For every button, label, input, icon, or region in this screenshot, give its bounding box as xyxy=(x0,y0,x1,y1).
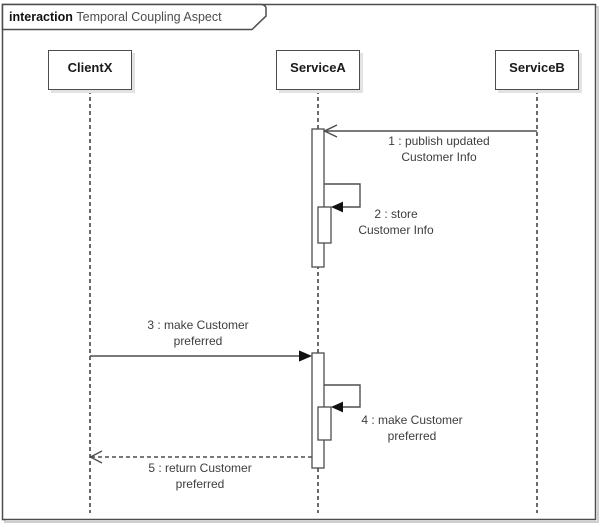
message-3-label-line1: 3 : make Customer xyxy=(147,318,249,332)
activation-servicea-1-nested xyxy=(317,206,332,244)
lifeline-label-serviceb: ServiceB xyxy=(509,59,565,75)
activation-servicea-2-nested xyxy=(317,406,332,441)
lifeline-head-clientx: ClientX xyxy=(48,50,132,90)
message-5-label-line2: preferred xyxy=(175,476,225,491)
message-1-label-line1: 1 : publish updated xyxy=(388,134,490,148)
message-3-label: 3 : make Customer preferred xyxy=(108,318,288,350)
message-4-label-line1: 4 : make Customer xyxy=(361,413,463,427)
message-5-label-line1: 5 : return Customer xyxy=(148,461,252,475)
message-4-label: 4 : make Customer preferred xyxy=(332,413,492,445)
message-3-label-line2: preferred xyxy=(173,333,223,348)
lifeline-head-servicea: ServiceA xyxy=(276,50,360,90)
message-1-label-line2: Customer Info xyxy=(401,149,477,164)
message-1-label: 1 : publish updated Customer Info xyxy=(349,134,529,166)
message-2-filled-arrow-icon xyxy=(331,201,343,213)
frame-title-text: Temporal Coupling Aspect xyxy=(76,10,222,24)
message-2-label-line2: Customer Info xyxy=(358,222,434,237)
frame-title: interaction Temporal Coupling Aspect xyxy=(9,10,222,24)
frame-title-tab xyxy=(1,3,267,31)
message-2-self-line xyxy=(324,183,361,208)
message-1-open-arrow-icon xyxy=(322,124,338,138)
message-5-open-arrow-icon xyxy=(88,450,103,464)
message-4-self-line xyxy=(324,384,361,408)
interaction-frame xyxy=(1,3,597,521)
message-4-label-line2: preferred xyxy=(387,428,437,443)
lifeline-label-clientx: ClientX xyxy=(67,59,113,75)
frame-keyword: interaction xyxy=(9,10,73,24)
message-3-filled-arrow-icon xyxy=(299,350,312,362)
lifeline-head-serviceb: ServiceB xyxy=(495,50,579,90)
lifeline-label-servicea: ServiceA xyxy=(290,59,346,75)
message-2-label: 2 : store Customer Info xyxy=(336,207,456,239)
message-5-label: 5 : return Customer preferred xyxy=(110,461,290,493)
message-4-filled-arrow-icon xyxy=(331,401,343,413)
activation-servicea-1 xyxy=(311,128,325,268)
message-2-label-line1: 2 : store xyxy=(374,207,418,221)
